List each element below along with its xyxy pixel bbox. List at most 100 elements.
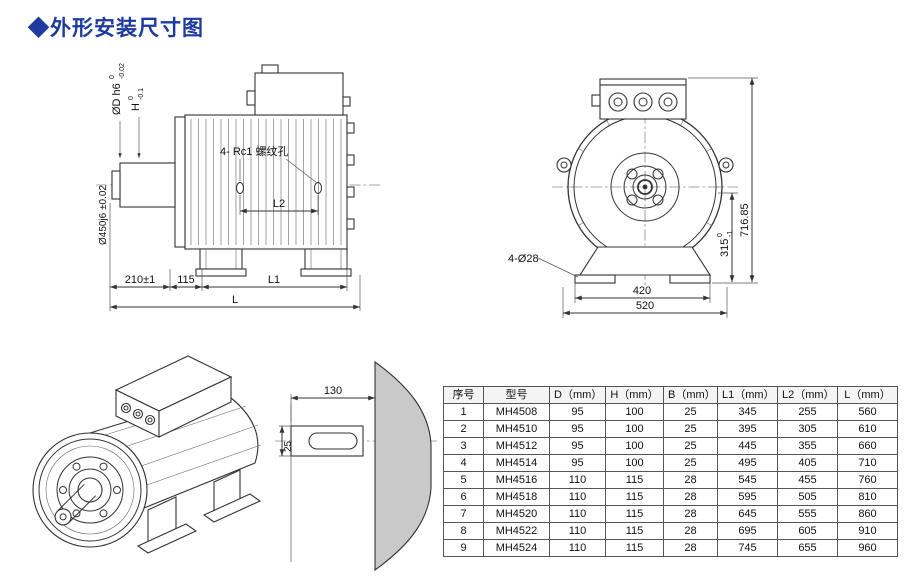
dim-130: 130 (290, 385, 375, 422)
table-cell: 545 (717, 471, 778, 489)
table-cell: MH4510 (483, 420, 550, 438)
dim-h-tol-upper: 0 (128, 96, 135, 100)
table-cell: 8 (443, 522, 484, 540)
table-cell: 255 (777, 403, 838, 421)
dim-flange-dia-label: Ø450j6 ±0.02 (98, 185, 109, 245)
table-cell: 695 (717, 522, 778, 540)
dim-shaft-dia-tol-upper: 0 (109, 75, 116, 79)
table-cell: 505 (777, 488, 838, 506)
sheave-profile (374, 360, 432, 572)
table-cell: 395 (717, 420, 778, 438)
dim-l-label: L (232, 294, 238, 306)
table-cell: 100 (605, 420, 664, 438)
dim-25-label: 25 (283, 440, 294, 452)
table-cell: 645 (717, 505, 778, 523)
column-header: H（mm） (605, 386, 664, 404)
dim-shaft-dia: ØD h6 0 -0.02 (109, 63, 126, 115)
motor-isometric-drawing (32, 355, 262, 554)
terminal-box-front (591, 78, 687, 120)
table-cell: 110 (549, 488, 606, 506)
table-cell: 100 (605, 437, 664, 455)
table-cell: 110 (549, 539, 606, 557)
dim-h: H 0 -0.1 (128, 88, 145, 111)
dim-l2: L2 (239, 195, 319, 215)
dim-716-label: 716.85 (739, 203, 751, 237)
table-cell: 605 (777, 522, 838, 540)
table-cell: 495 (717, 454, 778, 472)
table-cell: 810 (837, 488, 898, 506)
table-cell: 9 (443, 539, 484, 557)
thread-note-label: 4- Rc1 螺纹孔 (220, 144, 288, 158)
table-cell: 5 (443, 471, 484, 489)
table-cell: MH4520 (483, 505, 550, 523)
table-cell: 28 (663, 471, 718, 489)
table-cell: 28 (663, 505, 718, 523)
table-cell: 25 (663, 454, 718, 472)
table-cell: MH4524 (483, 539, 550, 557)
table-cell: 355 (777, 437, 838, 455)
table-cell: 745 (717, 539, 778, 557)
table-cell: 610 (837, 420, 898, 438)
table-cell: 95 (549, 437, 606, 455)
dim-shaft-dia-tol-lower: -0.02 (119, 63, 126, 79)
table-cell: 28 (663, 522, 718, 540)
table-cell: MH4514 (483, 454, 550, 472)
dim-315-tol-lower: -1 (727, 231, 734, 237)
table-cell: 115 (605, 522, 664, 540)
column-header: D（mm） (549, 386, 606, 404)
table-cell: 95 (549, 403, 606, 421)
motor-body-side (174, 114, 355, 250)
dim-315-label: 315 (719, 239, 731, 257)
table-cell: 555 (777, 505, 838, 523)
table-cell: MH4518 (483, 488, 550, 506)
table-cell: 710 (837, 454, 898, 472)
table-cell: 95 (549, 420, 606, 438)
dim-315: 315 0 -1 (712, 192, 758, 284)
keyway-slot (308, 432, 358, 450)
motor-side-view-drawing: 4- Rc1 螺纹孔 L2 ØD h6 0 -0.02 H 0 -0.1 Ø45… (96, 63, 380, 311)
table-cell: MH4512 (483, 437, 550, 455)
iso-feet (136, 469, 262, 554)
table-cell: 7 (443, 505, 484, 523)
terminal-box-side (246, 64, 351, 116)
shaft-detail-drawing: 130 25 (275, 360, 437, 572)
dim-h-tol-lower: -0.1 (138, 88, 145, 100)
dim-315-tol-upper: 0 (717, 233, 724, 237)
table-cell: 455 (777, 471, 838, 489)
dim-420: 420 (574, 283, 711, 303)
table-cell: 445 (717, 437, 778, 455)
dim-l2-label: L2 (273, 198, 285, 210)
table-cell: 95 (549, 454, 606, 472)
table-cell: 25 (663, 403, 718, 421)
column-header: 序号 (443, 386, 484, 404)
shaft-hub-side (111, 162, 176, 208)
dim-l1-label: L1 (268, 274, 280, 286)
dim-115-label: 115 (177, 274, 195, 286)
mounting-feet-side (195, 248, 352, 277)
iso-shaft (54, 483, 97, 526)
table-cell: 4 (443, 454, 484, 472)
table-cell: 25 (663, 420, 718, 438)
table-cell: 910 (837, 522, 898, 540)
eyebolts (556, 157, 734, 173)
table-cell: 100 (605, 403, 664, 421)
table-cell: 110 (549, 505, 606, 523)
table-cell: 3 (443, 437, 484, 455)
table-cell: 110 (549, 471, 606, 489)
base-front (574, 246, 712, 284)
column-header: L1（mm） (717, 386, 778, 404)
table-cell: 2 (443, 420, 484, 438)
dim-holes-note: 4-Ø28 (508, 253, 579, 278)
table-cell: MH4516 (483, 471, 550, 489)
table-cell: 595 (717, 488, 778, 506)
table-cell: 28 (663, 488, 718, 506)
